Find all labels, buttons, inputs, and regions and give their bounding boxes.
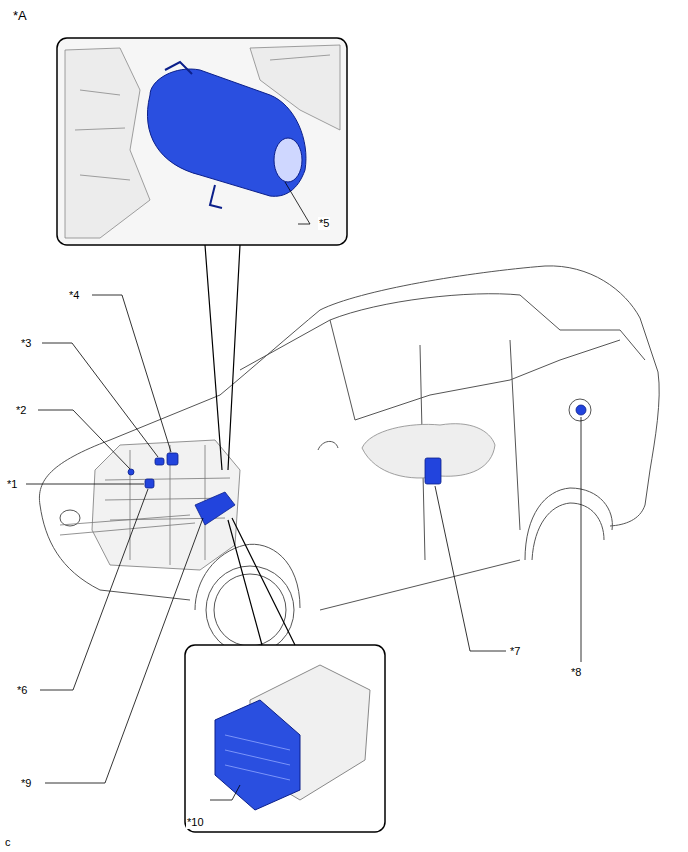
inset-pointer — [228, 518, 295, 645]
inset-pointer — [205, 245, 240, 470]
callout-number: *10 — [186, 816, 205, 829]
callout-number: *7 — [509, 645, 521, 658]
sill — [320, 560, 520, 610]
rear-window — [560, 330, 645, 360]
component-2 — [128, 469, 134, 475]
rear-wheel — [532, 503, 604, 560]
callout-number: *A — [12, 8, 28, 23]
leader-line — [26, 484, 144, 485]
callout-number: *9 — [20, 777, 32, 790]
leader-line — [285, 182, 310, 224]
leader-line — [40, 489, 148, 690]
leader-line — [38, 410, 130, 469]
ecm-fins — [225, 735, 290, 780]
inset-frame — [185, 645, 385, 832]
callout-number: *6 — [16, 684, 28, 697]
callout-number: *4 — [68, 289, 80, 302]
catalytic-converter — [147, 69, 306, 196]
leader-line — [45, 518, 203, 783]
front-wheel — [206, 566, 294, 654]
catalytic-bracket — [165, 62, 222, 208]
leader-line — [42, 343, 158, 457]
callout-number: *5 — [318, 217, 330, 230]
leader-line — [581, 417, 582, 662]
leader-line — [210, 785, 240, 800]
fuel-lid — [569, 399, 591, 421]
component-1 — [145, 479, 154, 488]
engine-block — [92, 440, 240, 570]
door-lines — [330, 320, 520, 560]
ecm-detail — [215, 700, 300, 810]
inset-frame — [57, 38, 347, 245]
component-4 — [167, 453, 178, 465]
callout-number: c — [4, 836, 12, 849]
leader-line — [435, 486, 506, 651]
callout-number: *3 — [20, 337, 32, 350]
callout-number: *1 — [6, 478, 18, 491]
component-3 — [155, 458, 164, 465]
mirror — [318, 441, 338, 450]
belt-line — [355, 340, 620, 420]
callout-number: *8 — [570, 666, 582, 679]
fuel-pump — [425, 458, 441, 484]
pipes — [60, 515, 195, 535]
converter-outlet — [274, 138, 302, 182]
front-rim — [214, 574, 286, 646]
engine-detail — [65, 48, 150, 238]
rear-arch — [525, 488, 612, 560]
ecm — [195, 492, 235, 525]
fuel-lid-component — [576, 405, 586, 415]
leader-line — [92, 295, 171, 452]
window-line — [240, 294, 560, 370]
callout-number: *2 — [15, 404, 27, 417]
